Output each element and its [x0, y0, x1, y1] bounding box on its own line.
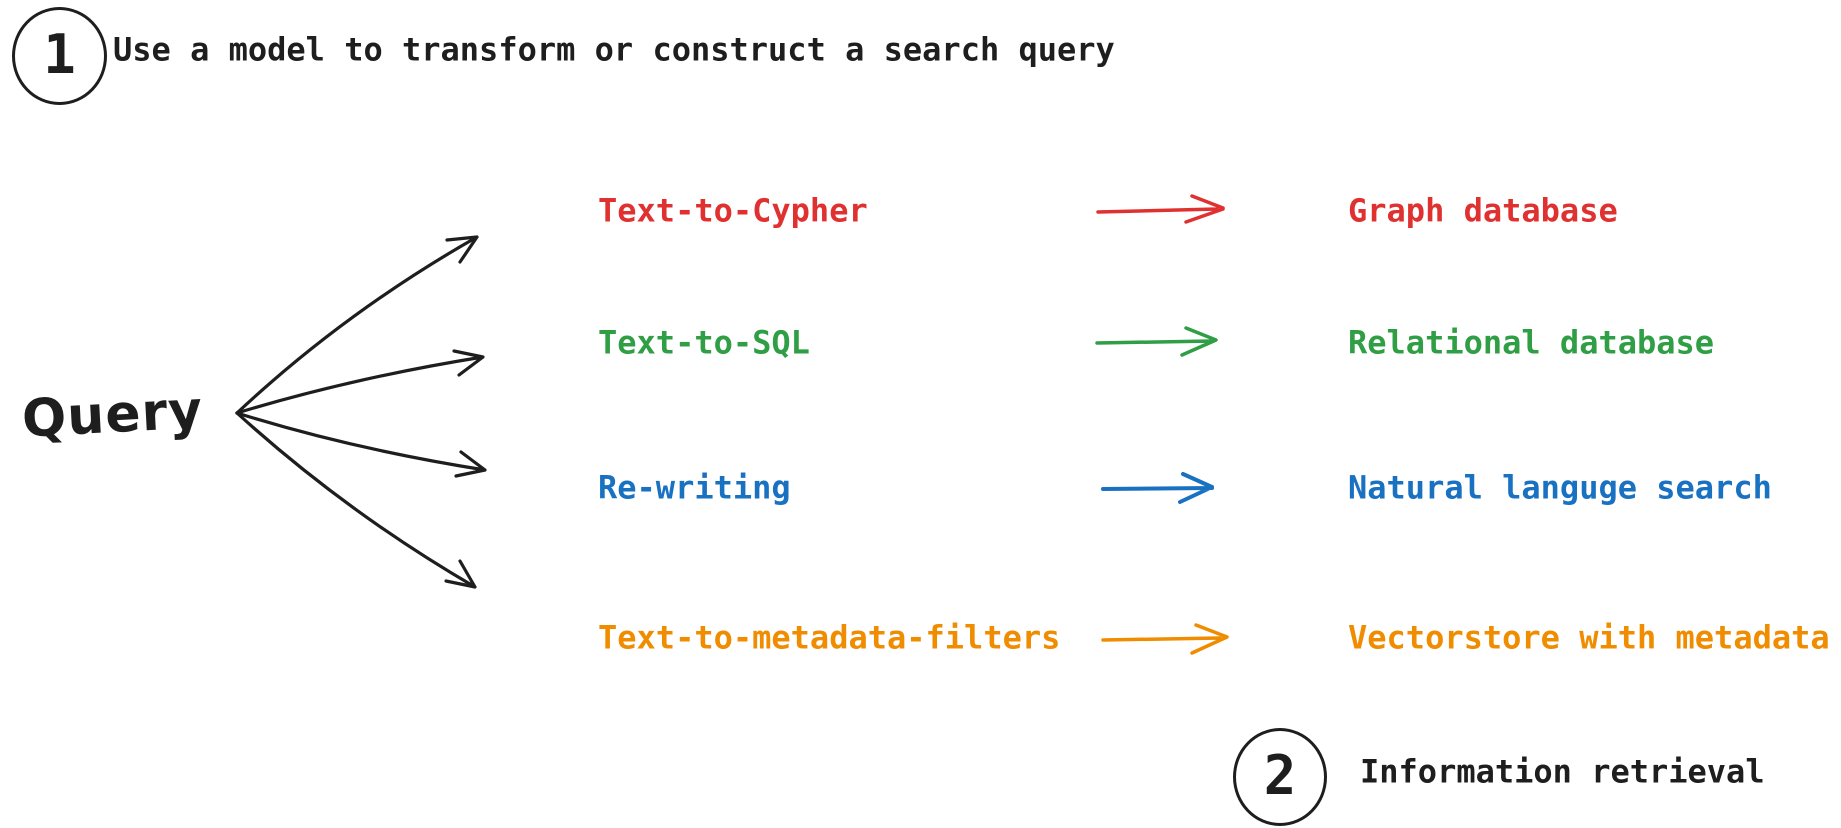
fan-arrow-to-rewriting	[235, 411, 487, 478]
step-1-title: Use a model to transform or construct a …	[113, 30, 1115, 69]
arrow-rewriting-to-nlsearch	[1101, 472, 1214, 504]
method-text-to-cypher: Text-to-Cypher	[598, 191, 868, 230]
step-1-badge: 1	[12, 7, 107, 105]
method-re-writing: Re-writing	[598, 468, 791, 507]
query-label: Query	[20, 380, 205, 450]
step-2-number: 2	[1263, 743, 1297, 807]
step-2-title: Information retrieval	[1360, 752, 1765, 791]
fan-arrow-to-metadata	[235, 411, 477, 589]
arrow-sql-to-relationaldb	[1095, 326, 1218, 357]
fan-arrow-to-cypher	[235, 235, 479, 415]
target-natural-language-search: Natural languge search	[1348, 468, 1772, 507]
method-text-to-sql: Text-to-SQL	[598, 323, 810, 362]
step-1-number: 1	[43, 22, 76, 86]
arrow-metadata-to-vectorstore	[1101, 623, 1229, 655]
target-graph-database: Graph database	[1348, 191, 1618, 230]
query-fan-arrows	[235, 235, 487, 589]
fan-arrow-to-sql	[235, 349, 485, 415]
target-relational-database: Relational database	[1348, 323, 1715, 362]
arrow-cypher-to-graphdb	[1096, 194, 1225, 224]
method-text-to-metadata-filters: Text-to-metadata-filters	[598, 618, 1061, 657]
step-2-badge: 2	[1233, 728, 1327, 826]
target-vectorstore-with-metadata: Vectorstore with metadata	[1348, 618, 1830, 657]
